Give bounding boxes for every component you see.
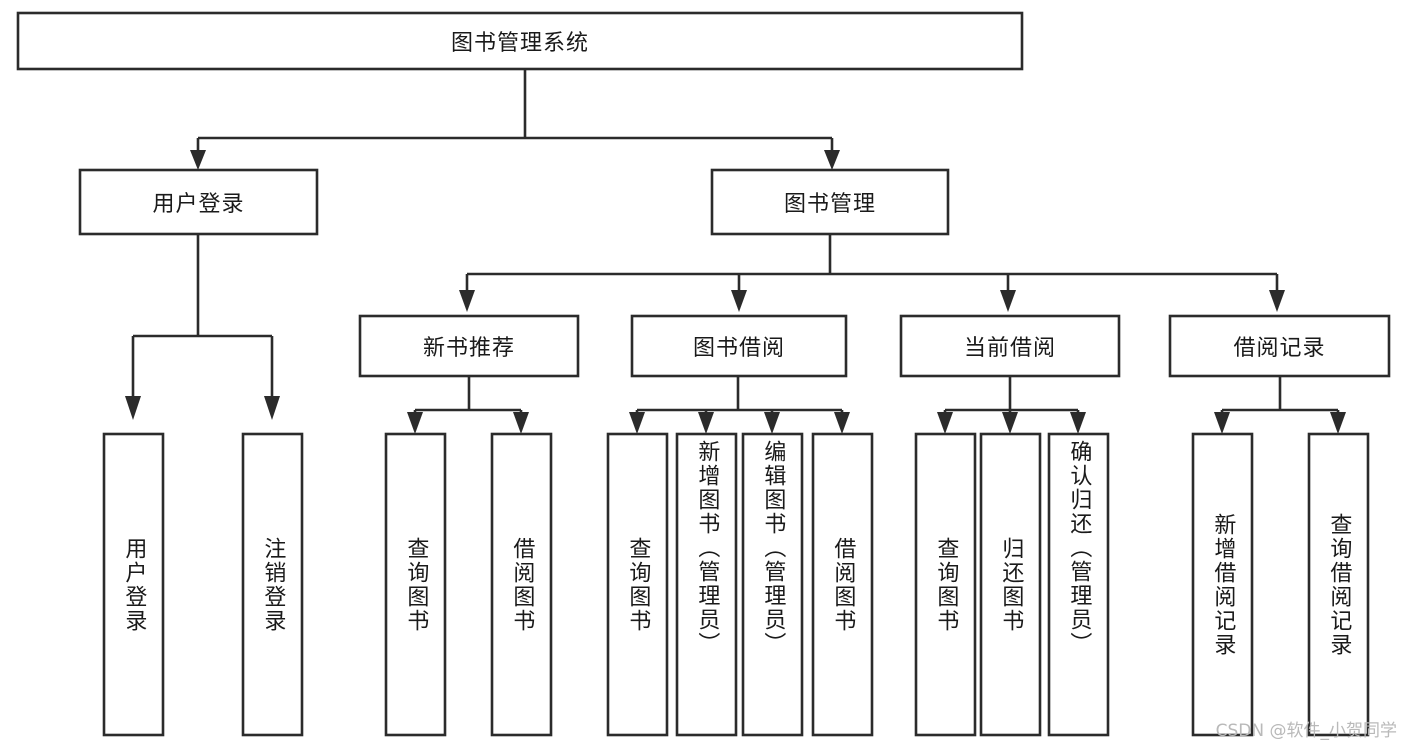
leaf-add-record-box[interactable] [1191, 432, 1254, 737]
connector-currentborrow-to-leaves [937, 376, 1086, 434]
leaf-query-book-2-box[interactable] [606, 432, 669, 737]
connector-newbook-to-leaves [407, 376, 529, 434]
node-new-book-rec-box[interactable] [358, 314, 580, 378]
leaf-logout-box[interactable] [241, 432, 304, 737]
leaf-return-book-box[interactable] [979, 432, 1042, 737]
watermark-text: CSDN @软件_小贺同学 [1215, 721, 1397, 741]
leaf-edit-book-box[interactable] [741, 432, 804, 737]
leaf-user-login-box[interactable] [102, 432, 165, 737]
connector-borrowrecord-to-leaves [1214, 376, 1346, 434]
leaf-add-book-box[interactable] [675, 432, 738, 737]
leaf-query-record-box[interactable] [1307, 432, 1370, 737]
node-current-borrow-box[interactable] [899, 314, 1121, 378]
node-user-login-box[interactable] [78, 168, 319, 236]
node-borrow-record-box[interactable] [1168, 314, 1391, 378]
node-book-manage-box[interactable] [710, 168, 950, 236]
leaf-query-book-1-box[interactable] [384, 432, 447, 737]
leaf-borrow-book-2-box[interactable] [811, 432, 874, 737]
leaf-confirm-return-box[interactable] [1047, 432, 1110, 737]
connector-bookmanage-to-level3 [459, 234, 1285, 312]
node-root-box[interactable] [16, 11, 1024, 71]
connector-bookborrow-to-leaves [629, 376, 850, 434]
leaf-borrow-book-1-box[interactable] [490, 432, 553, 737]
connector-userlogin-to-leaves [125, 234, 280, 420]
connector-root-to-level2 [190, 69, 840, 170]
node-book-borrow-box[interactable] [630, 314, 848, 378]
leaf-query-book-3-box[interactable] [914, 432, 977, 737]
